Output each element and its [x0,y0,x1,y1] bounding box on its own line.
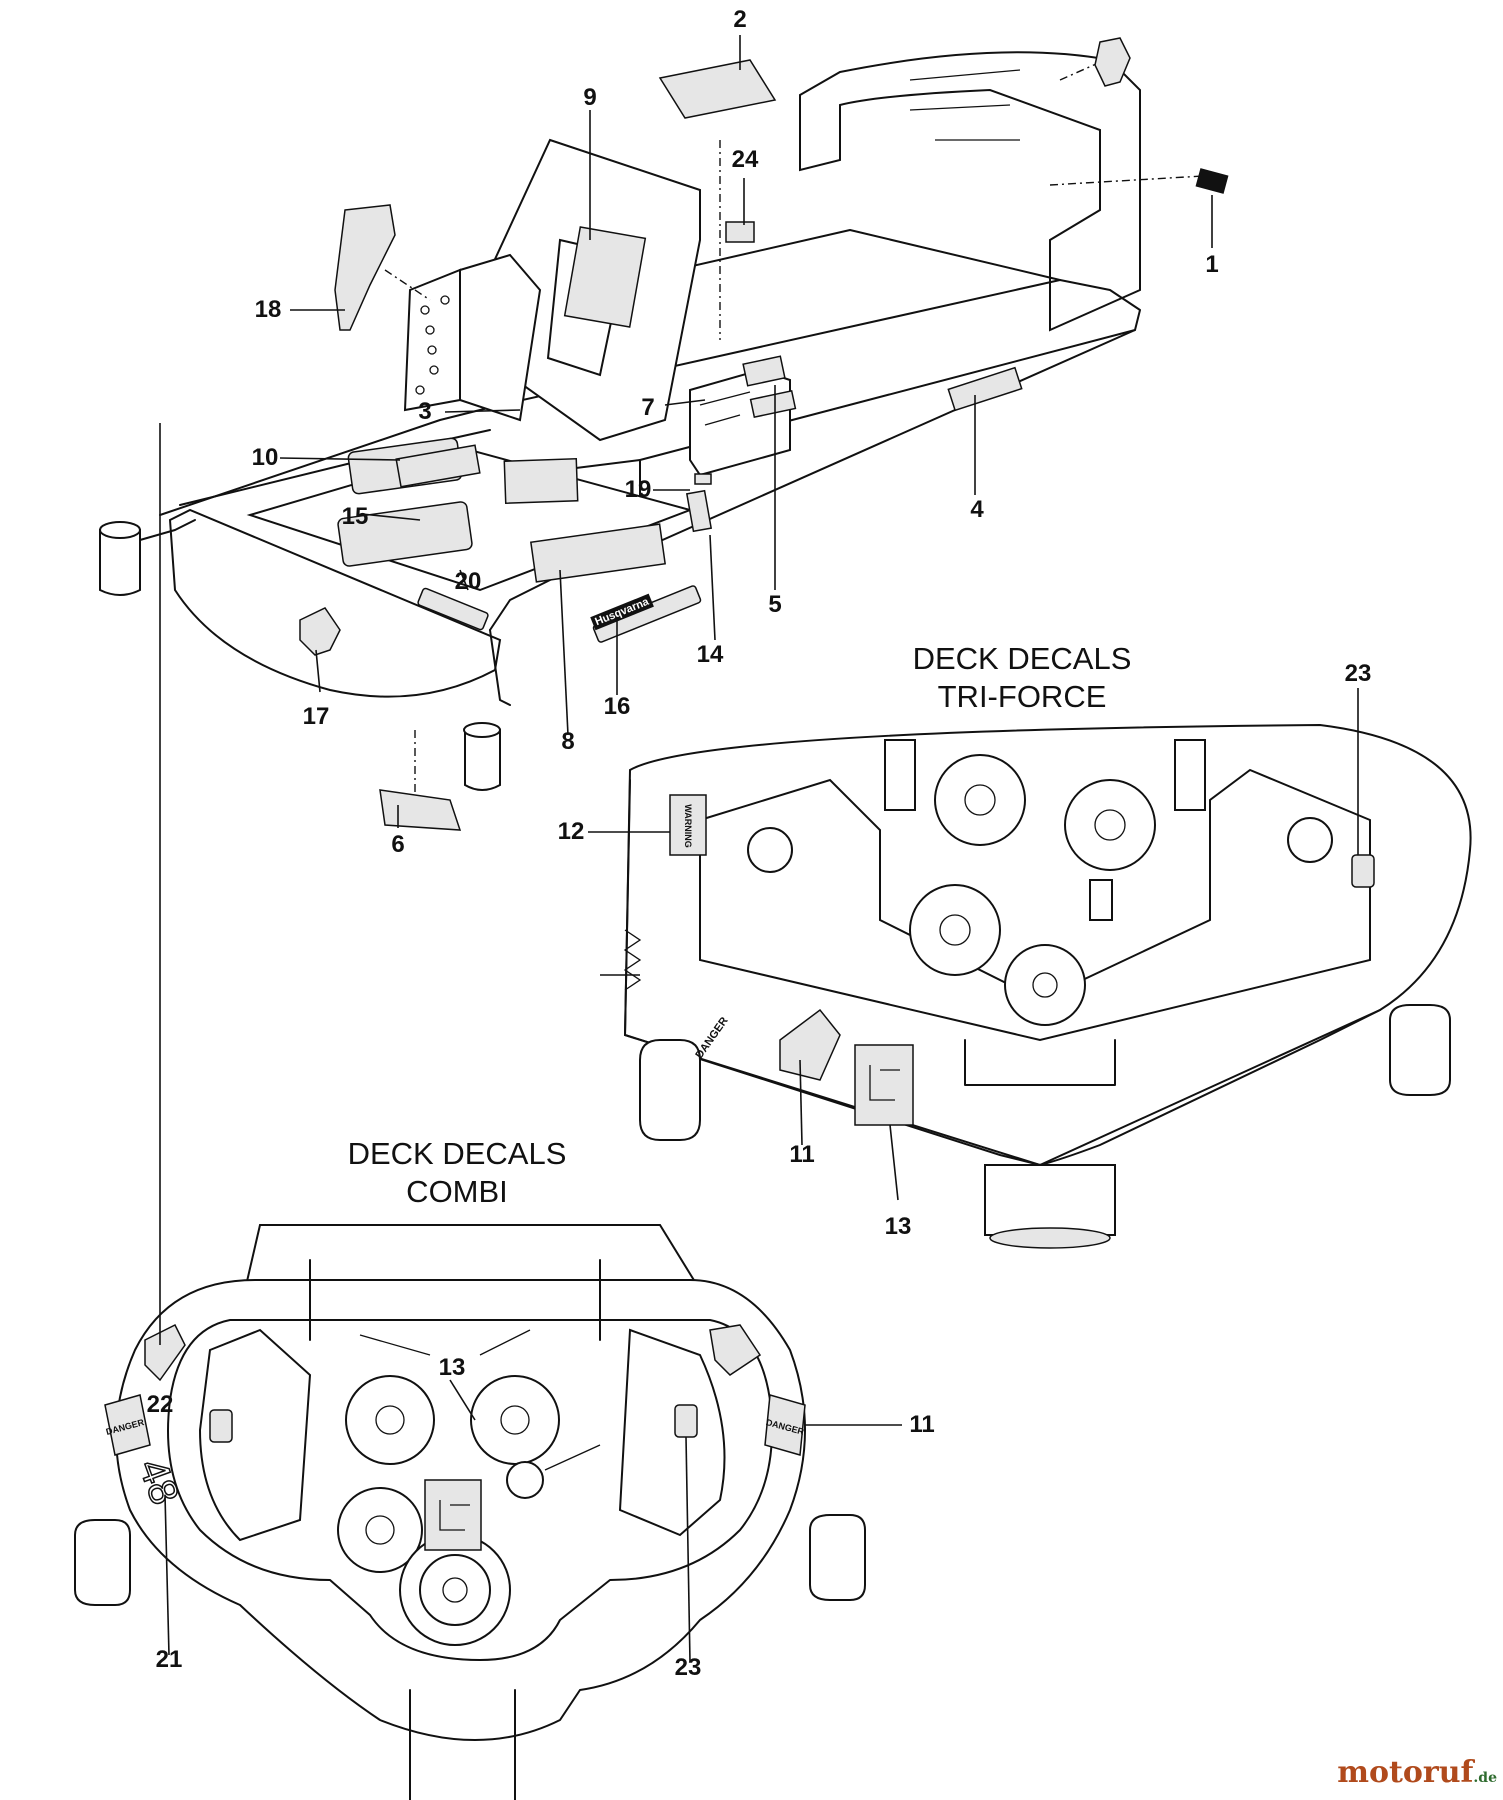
callout-18: 18 [254,296,282,323]
callout-11-triforce: 11 [789,1141,815,1168]
callout-4: 4 [970,496,984,523]
callout-24: 24 [731,146,759,173]
callout-6: 6 [391,831,405,858]
heading-combi-line1: DECK DECALS [347,1136,567,1171]
callout-1: 1 [1205,251,1219,278]
callout-16: 16 [603,693,631,720]
callout-12: 12 [557,818,585,845]
leader-lines [159,35,1359,1663]
frame-decals [299,37,1229,831]
heading-combi: DECK DECALS COMBI [348,1135,567,1211]
callout-10: 10 [251,444,279,471]
combi-deck [74,1224,866,1800]
watermark: motoruf.de [1337,1755,1497,1790]
callout-21: 21 [155,1646,183,1673]
callout-7: 7 [641,394,655,421]
heading-tri-force-line2: TRI-FORCE [937,679,1107,714]
callout-2: 2 [733,6,747,33]
watermark-tld: .de [1473,1770,1497,1786]
callout-22: 22 [146,1391,174,1418]
callout-23-triforce: 23 [1344,660,1372,687]
callout-14: 14 [696,641,724,668]
warning-decal-text: WARNING [683,804,693,848]
heading-combi-line2: COMBI [406,1174,508,1209]
callout-19: 19 [624,476,652,503]
mower-frame [99,51,1221,800]
watermark-name: motoruf [1337,1755,1474,1790]
callout-20: 20 [454,568,482,595]
callout-5: 5 [768,591,782,618]
callout-15: 15 [341,503,369,530]
callout-3: 3 [418,398,432,425]
callout-13-triforce: 13 [884,1213,912,1240]
heading-tri-force-line1: DECK DECALS [912,641,1132,676]
callout-23-combi: 23 [674,1654,702,1681]
callout-8: 8 [561,728,575,755]
callout-13-combi: 13 [438,1354,466,1381]
callout-11-combi: 11 [909,1411,935,1438]
heading-tri-force: DECK DECALS TRI-FORCE [913,640,1132,716]
tri-force-deck [600,723,1472,1249]
callout-17: 17 [302,703,330,730]
callout-9: 9 [583,84,597,111]
